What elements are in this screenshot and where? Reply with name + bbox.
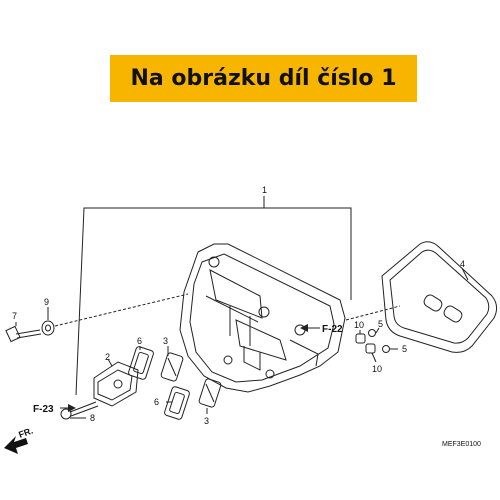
flange-bolt-8[interactable] [60,401,99,420]
callout-8: 8 [90,413,95,423]
reed-valve-6-left[interactable] [128,346,154,380]
reed-cap-3-top[interactable] [160,352,184,382]
diagram-code: MEF3E0100 [442,441,481,448]
banner-text: Na obrázku díl číslo 1 [130,66,397,91]
callout-3-bottom: 3 [204,416,209,426]
flange-bolt-7[interactable] [5,325,42,343]
washer-9[interactable] [41,320,55,336]
callout-5-top: 5 [378,319,383,329]
arrowhead-f23 [68,404,76,412]
grommet-10-bottom[interactable] [365,343,376,354]
callout-3-top: 3 [163,336,168,346]
callout-6-right: 6 [154,397,159,407]
callout-10-bottom: 10 [372,364,382,374]
reed-valve-6-right[interactable] [164,386,190,420]
ref-label-f23: F-23 [33,404,54,415]
callout-1: 1 [262,185,267,195]
callout-9: 9 [44,297,49,307]
leader-2 [107,358,113,367]
arrowhead-f22 [300,324,308,332]
callout-5-bottom: 5 [402,344,407,354]
breather-cap-2[interactable] [93,361,139,407]
reed-cap-3-bottom[interactable] [198,378,222,408]
leader-10b [371,352,377,363]
alignment-line-gasket [345,305,401,321]
cylinder-head-cover[interactable] [179,243,346,393]
callout-2: 2 [105,352,110,362]
front-direction-label: FR. [17,426,34,440]
callout-6-left: 6 [137,336,142,346]
nut-5-top[interactable] [368,329,376,337]
callout-7: 7 [12,311,17,321]
front-direction-arrow [4,436,28,454]
part-info-banner: Na obrázku díl číslo 1 [110,55,417,102]
leader-5a [375,327,380,334]
nut-5-bottom[interactable] [382,345,390,353]
assembly-bracket [75,207,352,396]
alignment-line-9 [54,293,189,327]
leader-4 [461,267,469,281]
grommet-10-top[interactable] [355,333,366,344]
ref-label-f22: F-22 [322,324,343,335]
callout-4: 4 [460,259,465,269]
callout-10-top: 10 [354,320,364,330]
head-cover-gasket[interactable] [381,241,498,353]
